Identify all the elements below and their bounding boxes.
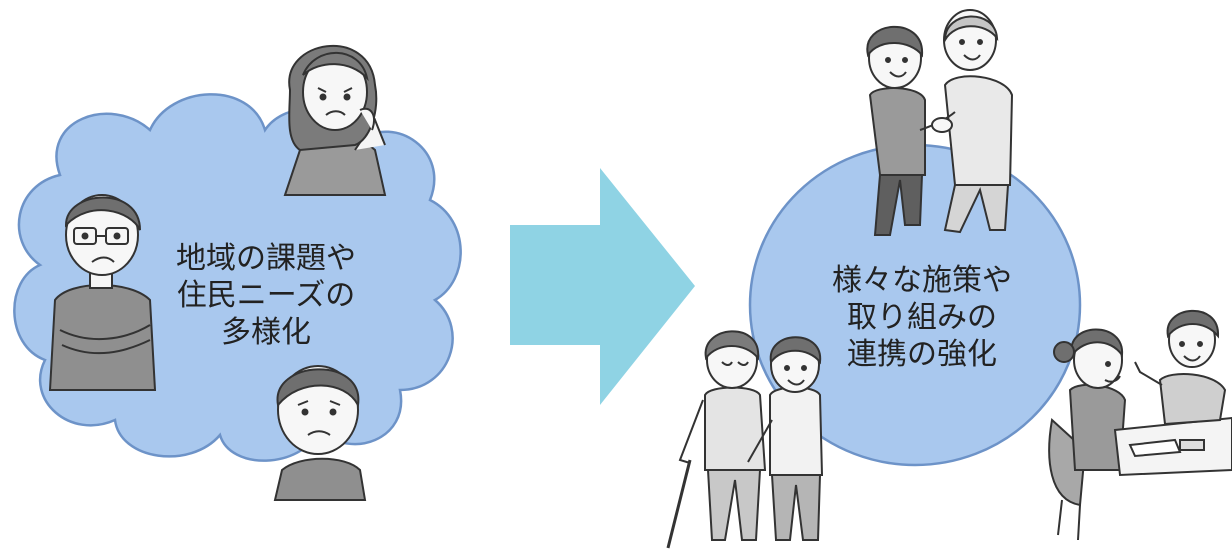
worried-boy-icon <box>273 365 367 501</box>
transition-arrow <box>510 168 695 405</box>
worried-man-icon <box>48 194 157 391</box>
concern-caption-line-1: 地域の課題や <box>176 241 356 276</box>
collaboration-caption-line-1: 様々な施策や <box>832 263 1012 298</box>
collaboration-caption-line-3: 連携の強化 <box>847 337 997 372</box>
walking-guide-pair-icon <box>666 330 824 549</box>
handshake-couple-icon <box>866 9 1014 236</box>
collaboration-caption-line-2: 取り組みの <box>847 300 997 335</box>
consultation-desk-icon <box>1048 309 1232 541</box>
concern-caption-line-2: 住民ニーズの <box>177 278 356 313</box>
concern-caption-line-3: 多様化 <box>221 315 311 350</box>
worried-woman-icon <box>283 44 387 196</box>
